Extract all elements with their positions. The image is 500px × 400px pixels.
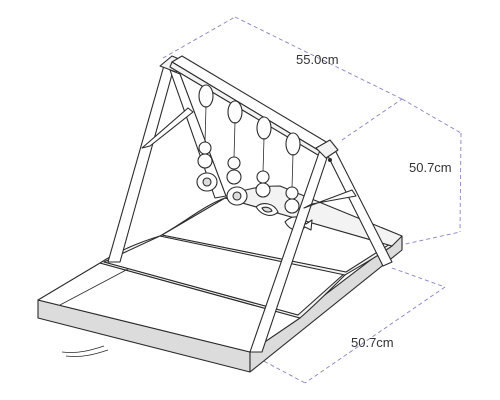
height-dimension-label: 50.7cm	[409, 160, 452, 175]
clip-toy-icon	[255, 170, 279, 216]
dimension-lines	[162, 16, 462, 384]
bar-rings	[198, 84, 301, 156]
ring-toy-icon	[226, 156, 248, 206]
ring-toy-icon	[196, 141, 218, 192]
hanging-toys	[196, 105, 313, 231]
right-frame	[249, 139, 393, 353]
depth-dimension-label: 50.7cm	[351, 335, 394, 350]
fish-toy-icon	[284, 186, 313, 231]
top-bar	[169, 55, 334, 159]
width-dimension-label: 55.0cm	[296, 52, 339, 67]
play-mat	[37, 185, 403, 373]
